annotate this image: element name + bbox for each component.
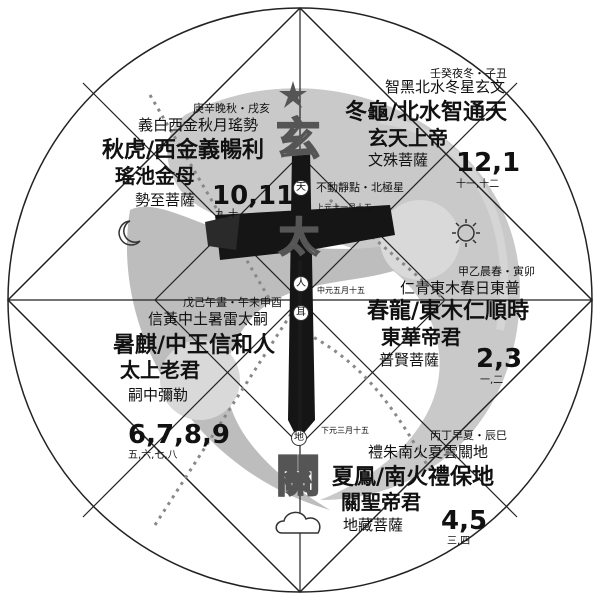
south-line2: 夏鳳/南火禮保地	[332, 464, 495, 490]
east-line1: 仁青東木春日東普	[400, 279, 521, 297]
east-season-tag: 甲乙晨春・寅卯	[458, 265, 535, 278]
center-line1: 信黃中土暑雷太嗣	[148, 310, 269, 328]
center-char-tai: 太	[278, 214, 320, 261]
ring-di: 地	[291, 430, 307, 446]
north-season-tag: 壬癸夜冬・子丑	[430, 67, 507, 80]
south-line1: 禮朱南火夏雲關地	[368, 443, 489, 461]
north-line3: 玄天上帝	[368, 126, 448, 150]
center-line4: 嗣中彌勒	[128, 386, 189, 404]
north-num: 12,1	[456, 148, 521, 178]
south-line4: 地藏菩薩	[343, 516, 404, 534]
east-line2: 春龍/東木仁順時	[367, 298, 530, 324]
east-num-sub: 一,二	[480, 375, 504, 386]
moon-icon	[118, 220, 141, 246]
center-char-xuan: 玄	[275, 114, 321, 165]
south-line3: 關聖帝君	[341, 490, 421, 514]
center-season-tag: 戊己午晝・午未申酉	[183, 296, 282, 309]
mid-date: 中元五月十五	[317, 286, 365, 295]
west-season-tag: 庚辛晚秋・戌亥	[193, 102, 270, 115]
center-num: 6,7,8,9	[128, 420, 230, 450]
west-line1: 義白西金秋月瑤勢	[138, 116, 259, 134]
center-line3: 太上老君	[120, 358, 200, 382]
center-char-guan: 關	[275, 451, 321, 502]
north-line4: 文殊菩薩	[368, 151, 429, 169]
west-num-sub: 九,十	[215, 209, 239, 220]
west-line2: 秋虎/西金義暢利	[102, 137, 265, 163]
north-line1: 智黑北水冬星玄文	[385, 78, 506, 96]
sun-icon	[452, 219, 480, 247]
center-num-sub: 五,六,七,八	[128, 450, 178, 461]
south-num: 4,5	[441, 506, 488, 536]
south-season-tag: 丙丁早夏・辰巳	[430, 429, 507, 442]
ring-er: 耳	[293, 305, 309, 321]
ring-tian: 天	[293, 180, 309, 196]
top-note: 不動靜點・北極星	[316, 181, 404, 194]
south-num-sub: 三,四	[447, 536, 471, 547]
taiji-background	[126, 88, 520, 511]
north-line2: 冬龜/北水智通天	[345, 99, 508, 125]
west-line4: 勢至菩薩	[135, 191, 196, 209]
center-line2: 暑麒/中王信和人	[113, 332, 276, 358]
east-num: 2,3	[476, 344, 523, 374]
east-line3: 東華帝君	[381, 325, 461, 349]
star-icon	[279, 81, 307, 108]
west-num: 10,11	[212, 181, 295, 211]
bottom-date: 下元三月十五	[321, 426, 369, 435]
ring-ren: 人	[293, 276, 309, 292]
cloud-icon	[275, 511, 321, 534]
west-line3: 瑤池金母	[115, 164, 195, 188]
north-num-sub: 十一,十二	[456, 179, 500, 190]
top-date: 上元十一月十五	[316, 203, 372, 212]
east-line4: 普賢菩薩	[379, 351, 440, 369]
